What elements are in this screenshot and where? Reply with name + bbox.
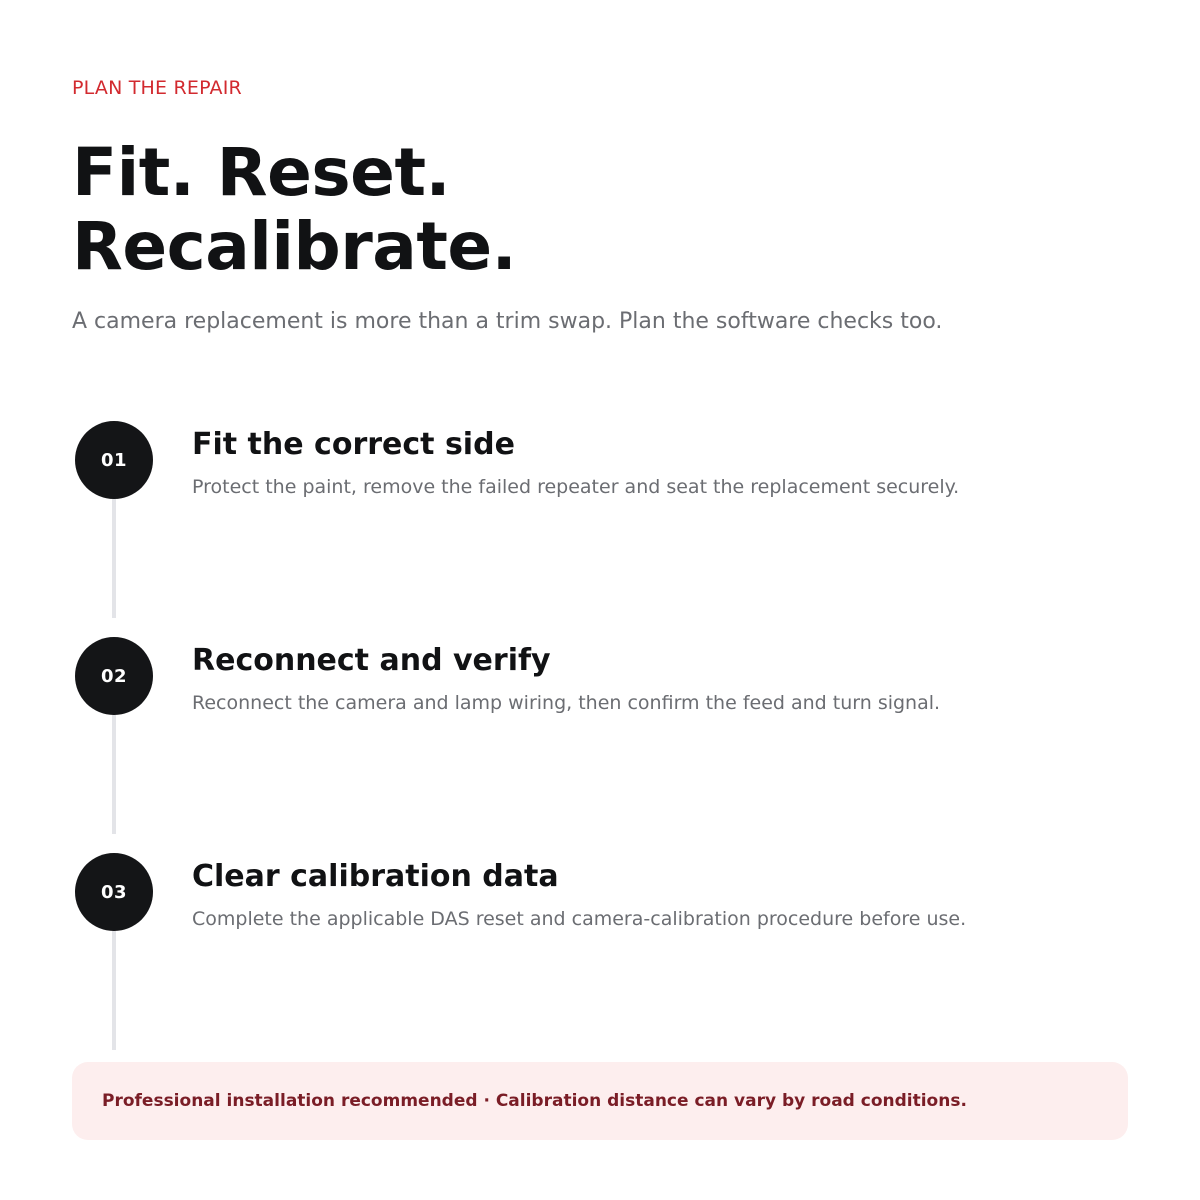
notice-text: Professional installation recommended · … <box>102 1091 967 1111</box>
timeline-connector-3 <box>112 930 116 1050</box>
page-title-line-2: Recalibrate. <box>72 208 517 285</box>
step-number-badge: 01 <box>75 421 153 499</box>
step-number-badge: 03 <box>75 853 153 931</box>
section-eyebrow: PLAN THE REPAIR <box>72 77 242 99</box>
step-title: Fit the correct side <box>192 427 515 462</box>
page-title-line-1: Fit. Reset. <box>72 134 451 211</box>
step-description: Complete the applicable DAS reset and ca… <box>192 908 967 930</box>
step-title: Reconnect and verify <box>192 643 551 678</box>
step-description: Protect the paint, remove the failed rep… <box>192 476 960 498</box>
timeline-connector-1 <box>112 498 116 618</box>
step-description: Reconnect the camera and lamp wiring, th… <box>192 692 941 714</box>
notice-banner: Professional installation recommended · … <box>72 1062 1128 1140</box>
page-title: Fit. Reset. Recalibrate. <box>72 134 517 285</box>
timeline-connector-2 <box>112 714 116 834</box>
page-subtitle: A camera replacement is more than a trim… <box>72 309 943 334</box>
step-title: Clear calibration data <box>192 859 559 894</box>
step-number-badge: 02 <box>75 637 153 715</box>
